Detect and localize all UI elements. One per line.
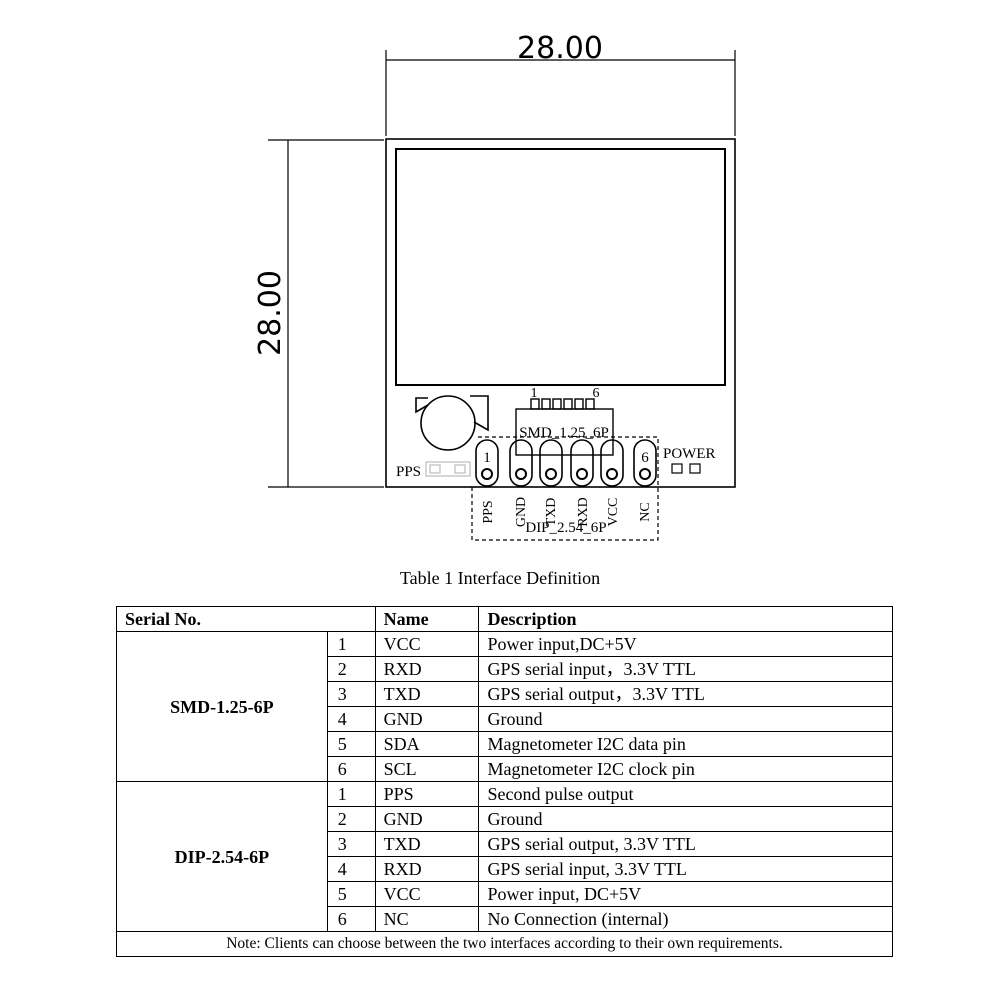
interface-table: Serial No. Name Description SMD-1.25-6P … (116, 606, 893, 957)
group-label: SMD-1.25-6P (116, 631, 328, 782)
pps-label: PPS (396, 464, 421, 480)
cell-name: RXD (374, 856, 480, 882)
power-led (671, 463, 701, 474)
cell-no: 6 (326, 906, 376, 932)
dip-pin-name: GND (514, 497, 529, 527)
table-row: 2 RXD GPS serial input，3.3V TTL (117, 656, 893, 682)
height-dimension-label: 28.00 (253, 270, 288, 356)
cell-no: 4 (326, 856, 376, 882)
cell-name: SCL (374, 756, 480, 782)
cell-name: TXD (374, 831, 480, 857)
table-caption: Table 1 Interface Definition (399, 568, 601, 588)
table-row: 5 SDA Magnetometer I2C data pin (117, 731, 893, 757)
cell-name: RXD (374, 656, 480, 682)
cell-no: 2 (326, 806, 376, 832)
dip-pin-name: RXD (576, 497, 591, 527)
table-note-row: Note: Clients can choose between the two… (116, 931, 893, 957)
coin-cell (415, 395, 489, 451)
board-outline (385, 138, 736, 488)
cell-desc: No Connection (internal) (478, 906, 893, 932)
cell-no: 4 (326, 706, 376, 732)
cell-name: VCC (374, 631, 480, 657)
cell-desc: GPS serial input，3.3V TTL (478, 656, 893, 682)
dip-pin-names: PPS GND TXD RXD VCC NC (481, 497, 653, 527)
cell-desc: GPS serial output，3.3V TTL (478, 681, 893, 707)
height-dimension (268, 139, 384, 488)
cell-no: 1 (326, 631, 376, 657)
dip-pin-name: TXD (544, 498, 559, 527)
dip-pin-6-label: 6 (641, 450, 649, 466)
smd-pin-6-label: 6 (593, 386, 600, 401)
pps-led (425, 461, 471, 477)
cell-desc: Magnetometer I2C data pin (478, 731, 893, 757)
cell-name: TXD (374, 681, 480, 707)
cell-no: 1 (326, 781, 376, 807)
table-row: 6 SCL Magnetometer I2C clock pin (117, 756, 893, 782)
smd-connector-label: SMD_1.25_6P (519, 425, 609, 441)
cell-name: GND (374, 806, 480, 832)
width-dimension (385, 50, 736, 136)
cell-name: SDA (374, 731, 480, 757)
table-row: SMD-1.25-6P 1 VCC Power input,DC+5V (116, 631, 893, 782)
table-row: 6 NC No Connection (internal) (117, 906, 893, 932)
width-dimension-label: 28.00 (517, 31, 603, 66)
table-row: 2 GND Ground (117, 806, 893, 832)
table-note: Note: Clients can choose between the two… (116, 931, 893, 957)
module-drawing: 28.00 28.00 PPS 1 6 SMD_1.25_6P (253, 31, 736, 541)
cell-name: PPS (374, 781, 480, 807)
dip-pin-name: VCC (606, 498, 621, 527)
cell-name: VCC (374, 881, 480, 907)
antenna-patch (395, 148, 726, 386)
header-name: Name (374, 606, 480, 632)
table-header-row: Serial No. Name Description (116, 606, 893, 632)
cell-desc: GPS serial input, 3.3V TTL (478, 856, 893, 882)
table-row: DIP-2.54-6P 1 PPS Second pulse output (116, 781, 893, 932)
table-row: 3 TXD GPS serial output，3.3V TTL (117, 681, 893, 707)
table-row: 4 RXD GPS serial input, 3.3V TTL (117, 856, 893, 882)
cell-desc: Ground (478, 706, 893, 732)
dip-pin-name: PPS (481, 500, 496, 523)
dip-pin-1-label: 1 (483, 450, 491, 466)
dip-callout (471, 436, 659, 541)
cell-no: 3 (326, 831, 376, 857)
cell-no: 3 (326, 681, 376, 707)
cell-no: 5 (326, 881, 376, 907)
cell-no: 2 (326, 656, 376, 682)
group-label: DIP-2.54-6P (116, 781, 328, 932)
cell-name: NC (374, 906, 480, 932)
power-label: POWER (663, 446, 716, 462)
cell-name: GND (374, 706, 480, 732)
cell-desc: Power input, DC+5V (478, 881, 893, 907)
cell-desc: Ground (478, 806, 893, 832)
dip-connector-label: DIP_2.54_6P (525, 520, 606, 536)
header-serial: Serial No. (116, 606, 376, 632)
cell-desc: Second pulse output (478, 781, 893, 807)
smd-connector (515, 398, 614, 456)
smd-pin-1-label: 1 (531, 386, 538, 401)
header-description: Description (478, 606, 893, 632)
cell-no: 6 (326, 756, 376, 782)
dip-pad-holes (481, 468, 651, 480)
cell-desc: Power input,DC+5V (478, 631, 893, 657)
cell-desc: Magnetometer I2C clock pin (478, 756, 893, 782)
table-row: 3 TXD GPS serial output, 3.3V TTL (117, 831, 893, 857)
cell-no: 5 (326, 731, 376, 757)
cell-desc: GPS serial output, 3.3V TTL (478, 831, 893, 857)
dip-pin-name: NC (638, 502, 653, 521)
dip-pads (475, 439, 657, 487)
